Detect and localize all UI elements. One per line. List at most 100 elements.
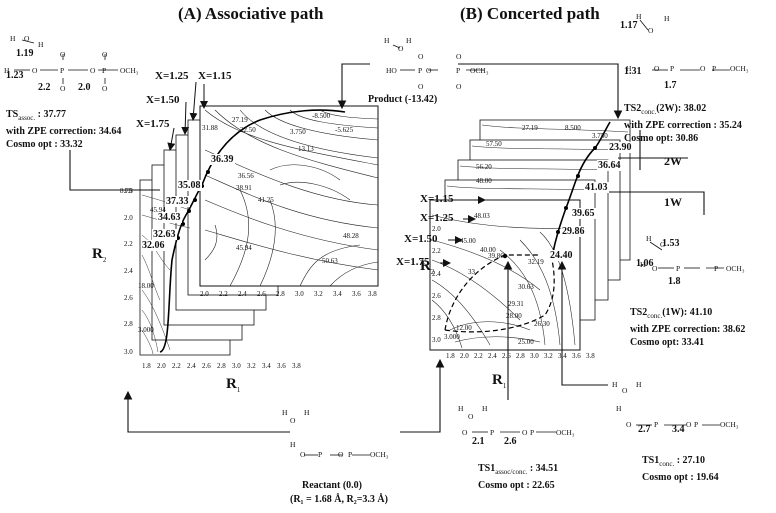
panel-b-path-value: 39.65: [571, 208, 596, 219]
x-tick: 2.8: [217, 362, 226, 370]
inner-x-tick: 2.2: [219, 290, 228, 298]
panel-a-x-label-4: X=1.75: [136, 118, 170, 130]
x-tick: 2.0: [157, 362, 166, 370]
ts1-conc-energy: TS1conc. : 27.10 Cosmo opt : 19.64: [642, 455, 719, 483]
ts2-1w-energy: TS2conc.(1W): 41.10 with ZPE correction:…: [630, 307, 746, 348]
contour-label: 3.750: [592, 132, 608, 140]
contour-label: 8.500: [565, 124, 581, 132]
x-tick: 2.4: [187, 362, 196, 370]
panel-a-x-label-3: X=1.50: [146, 94, 180, 106]
x-tick: 2.2: [474, 352, 483, 360]
panel-b-x-label-1: X=1.15: [420, 193, 454, 205]
inner-x-tick: 2.0: [200, 290, 209, 298]
ts1-assoc-energy: TS1assoc/conc. : 34.51 Cosmo opt : 22.65: [478, 463, 559, 491]
x-tick: 3.4: [558, 352, 567, 360]
contour-label: 48.03: [474, 212, 490, 220]
contour-label: 8.75: [120, 187, 133, 195]
y-tick: 1.8: [124, 187, 133, 195]
tag-1w: 1W: [664, 195, 682, 209]
panel-a-path-value: 32.63: [152, 229, 177, 240]
panel-b-r1-axis-label: R1: [492, 372, 507, 390]
contour-label: 41.25: [258, 196, 274, 204]
panel-b-x-label-4: X=1.75: [396, 256, 430, 268]
x-tick: 3.0: [530, 352, 539, 360]
panel-a-x-label-1: X=1.15: [198, 70, 232, 82]
y-tick: 2.4: [432, 270, 441, 278]
panel-a-path-value: 35.08: [177, 180, 202, 191]
inner-x-tick: 3.6: [352, 290, 361, 298]
panel-a-r2-axis-label: R2: [92, 246, 107, 264]
panel-b-path-value: 29.86: [561, 226, 586, 237]
contour-label: 27.19: [522, 124, 538, 132]
contour-label: 56.20: [476, 163, 492, 171]
contour-label: 48.00: [476, 177, 492, 185]
inner-x-tick: 2.4: [238, 290, 247, 298]
contour-label: 32.19: [528, 258, 544, 266]
x-tick: 3.8: [292, 362, 301, 370]
x-tick: 2.0: [460, 352, 469, 360]
contour-label: 33: [468, 268, 475, 276]
reactant-label: Reactant (0.0): [302, 480, 362, 491]
panel-b-path-value: 24.40: [549, 250, 574, 261]
contour-label: -5.625: [335, 126, 354, 134]
panel-b-path-value: 36.64: [597, 160, 622, 171]
contour-label: 29.31: [508, 300, 524, 308]
contour-label: 30.63: [518, 283, 534, 291]
x-tick: 2.8: [516, 352, 525, 360]
title-concerted-path: (B) Concerted path: [460, 4, 600, 23]
panel-a-path-value: 36.39: [210, 154, 235, 165]
inner-x-tick: 2.6: [257, 290, 266, 298]
x-tick: 3.4: [262, 362, 271, 370]
inner-x-tick: 3.8: [368, 290, 377, 298]
x-tick: 2.4: [488, 352, 497, 360]
y-tick: 3.0: [124, 348, 133, 356]
contour-label: 39.86: [488, 252, 504, 260]
y-tick: 2.0: [432, 225, 441, 233]
contour-label: 12.00: [456, 324, 472, 332]
x-tick: 3.8: [586, 352, 595, 360]
x-tick: 2.2: [172, 362, 181, 370]
panel-b-r2-axis-label: R2: [420, 258, 435, 276]
contour-label: 45.00: [460, 237, 476, 245]
x-tick: 3.2: [544, 352, 553, 360]
contour-label: 25.00: [518, 338, 534, 346]
y-tick: 2.4: [124, 267, 133, 275]
panel-a-path-value: 37.33: [165, 196, 190, 207]
x-tick: 1.8: [142, 362, 151, 370]
panel-a-r1-axis-label: R1: [226, 376, 241, 394]
panel-a-x-label-2: X=1.25: [155, 70, 189, 82]
panel-b-x-label-2: X=1.25: [420, 212, 454, 224]
inner-x-tick: 3.2: [314, 290, 323, 298]
panel-b-x-label-3: X=1.50: [404, 233, 438, 245]
contour-label: 3.750: [290, 128, 306, 136]
y-tick: 2.8: [124, 320, 133, 328]
contour-label: 31.88: [202, 124, 218, 132]
contour-label: 13.13: [298, 145, 314, 153]
title-associative-path: (A) Associative path: [178, 4, 324, 23]
ts2-2w-energy: TS2conc.(2W): 38.02 with ZPE correction …: [624, 103, 742, 144]
reactant-coords: (R₁ = 1.68 Å, R₂=3.3 Å): [290, 494, 388, 505]
product-label: Product (-13.42): [368, 94, 438, 105]
panel-b-frames: [429, 119, 631, 351]
contour-label: 45.94: [150, 206, 166, 214]
contour-label: 50.63: [322, 257, 338, 265]
contour-label: 45.94: [236, 244, 252, 252]
panel-a-path-value: 34.63: [157, 212, 182, 223]
x-tick: 3.2: [247, 362, 256, 370]
contour-label: 22.50: [240, 126, 256, 134]
y-tick: 2.8: [432, 314, 441, 322]
ts-assoc-left-energy: TSassoc. : 37.77 with ZPE correction: 34…: [6, 109, 122, 150]
contour-label: -8.500: [312, 112, 331, 120]
tag-2w: 2W: [664, 154, 682, 168]
x-tick: 3.0: [232, 362, 241, 370]
inner-x-tick: 2.8: [276, 290, 285, 298]
x-tick: 1.8: [446, 352, 455, 360]
contour-label: 40.00: [480, 246, 496, 254]
contour-label: 57.50: [486, 140, 502, 148]
panel-a-path-value: 32.06: [141, 240, 166, 251]
contour-label: 38.91: [236, 184, 252, 192]
contour-label: 27.19: [232, 116, 248, 124]
x-tick: 3.6: [572, 352, 581, 360]
contour-label: 18.00: [138, 282, 154, 290]
